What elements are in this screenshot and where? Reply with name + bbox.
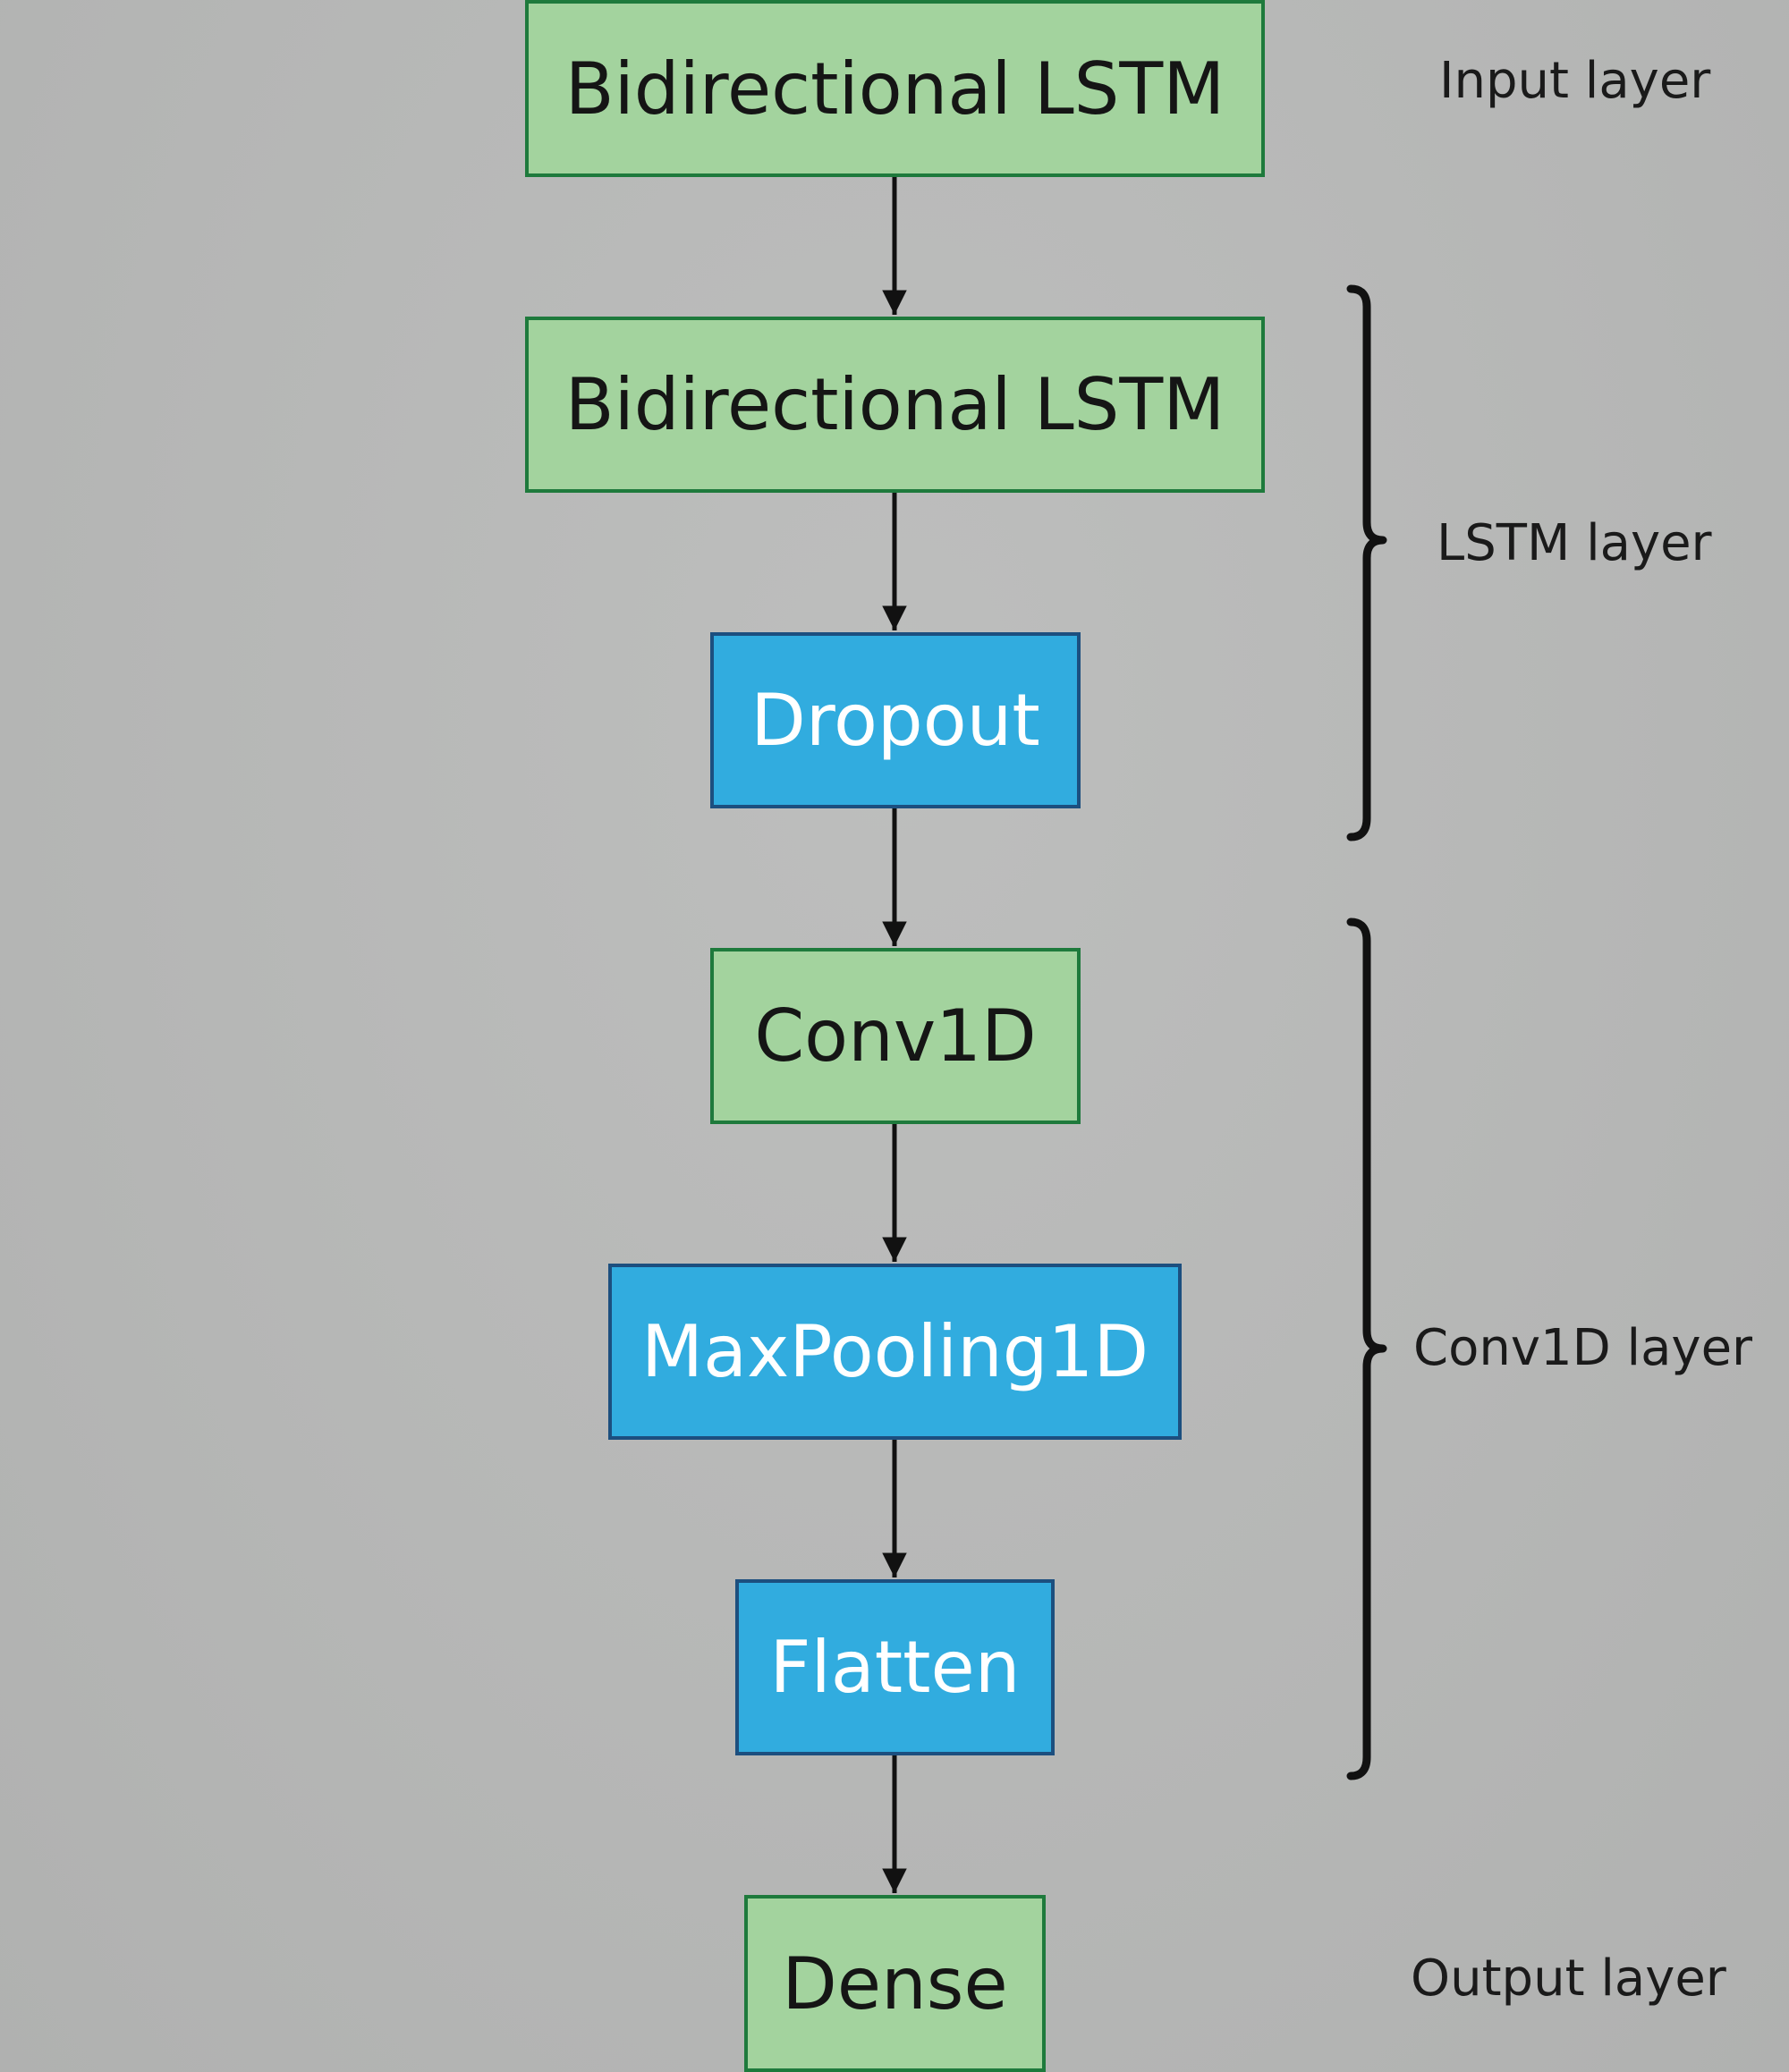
- group-label-output-layer: Output layer: [1411, 1949, 1726, 2008]
- node-bidirectional-lstm: Bidirectional LSTM: [525, 317, 1265, 493]
- group-label-input-layer: Input layer: [1439, 52, 1711, 110]
- node-conv1d: Conv1D: [710, 948, 1081, 1124]
- node-dense: Dense: [744, 1895, 1046, 2072]
- group-label-conv1d-layer: Conv1D layer: [1413, 1319, 1753, 1377]
- node-input-bidirectional-lstm: Bidirectional LSTM: [525, 0, 1265, 177]
- group-label-lstm-layer: LSTM layer: [1437, 514, 1712, 572]
- node-flatten: Flatten: [735, 1579, 1055, 1755]
- node-dropout: Dropout: [710, 632, 1081, 808]
- node-maxpooling1d: MaxPooling1D: [608, 1264, 1182, 1440]
- bracket-conv1d-layer: [1346, 918, 1387, 1780]
- bracket-lstm-layer: [1346, 284, 1387, 841]
